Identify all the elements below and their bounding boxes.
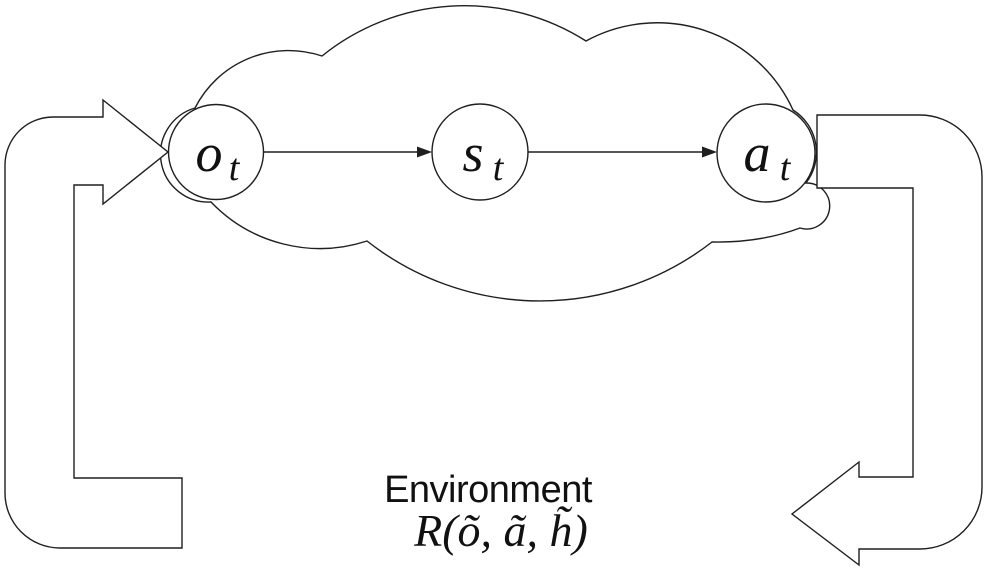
- node-action: a t: [716, 103, 816, 203]
- environment-caption: Environment R(õ, ã, h̃): [384, 469, 593, 556]
- node-observation-symbol: o: [196, 123, 223, 183]
- node-action-symbol: a: [744, 123, 771, 183]
- edge-observation-to-state: [264, 146, 432, 158]
- observation-flow-arrow: [4, 98, 183, 549]
- node-action-circle: [716, 103, 816, 203]
- node-state-symbol: s: [462, 123, 483, 183]
- node-observation-subscript: t: [229, 147, 241, 189]
- action-flow-arrow: [790, 114, 983, 567]
- edge-state-to-action: [528, 146, 717, 158]
- node-state: s t: [431, 103, 529, 201]
- node-state-circle: [431, 103, 529, 201]
- node-action-subscript: t: [780, 147, 792, 189]
- environment-label: Environment: [384, 469, 593, 511]
- arrowhead-icon: [417, 146, 432, 158]
- node-observation: o t: [167, 103, 265, 201]
- arrowhead-icon: [702, 146, 717, 158]
- node-observation-circle: [167, 103, 265, 201]
- environment-reward-function: R(õ, ã, h̃): [413, 505, 588, 556]
- node-state-subscript: t: [493, 147, 505, 189]
